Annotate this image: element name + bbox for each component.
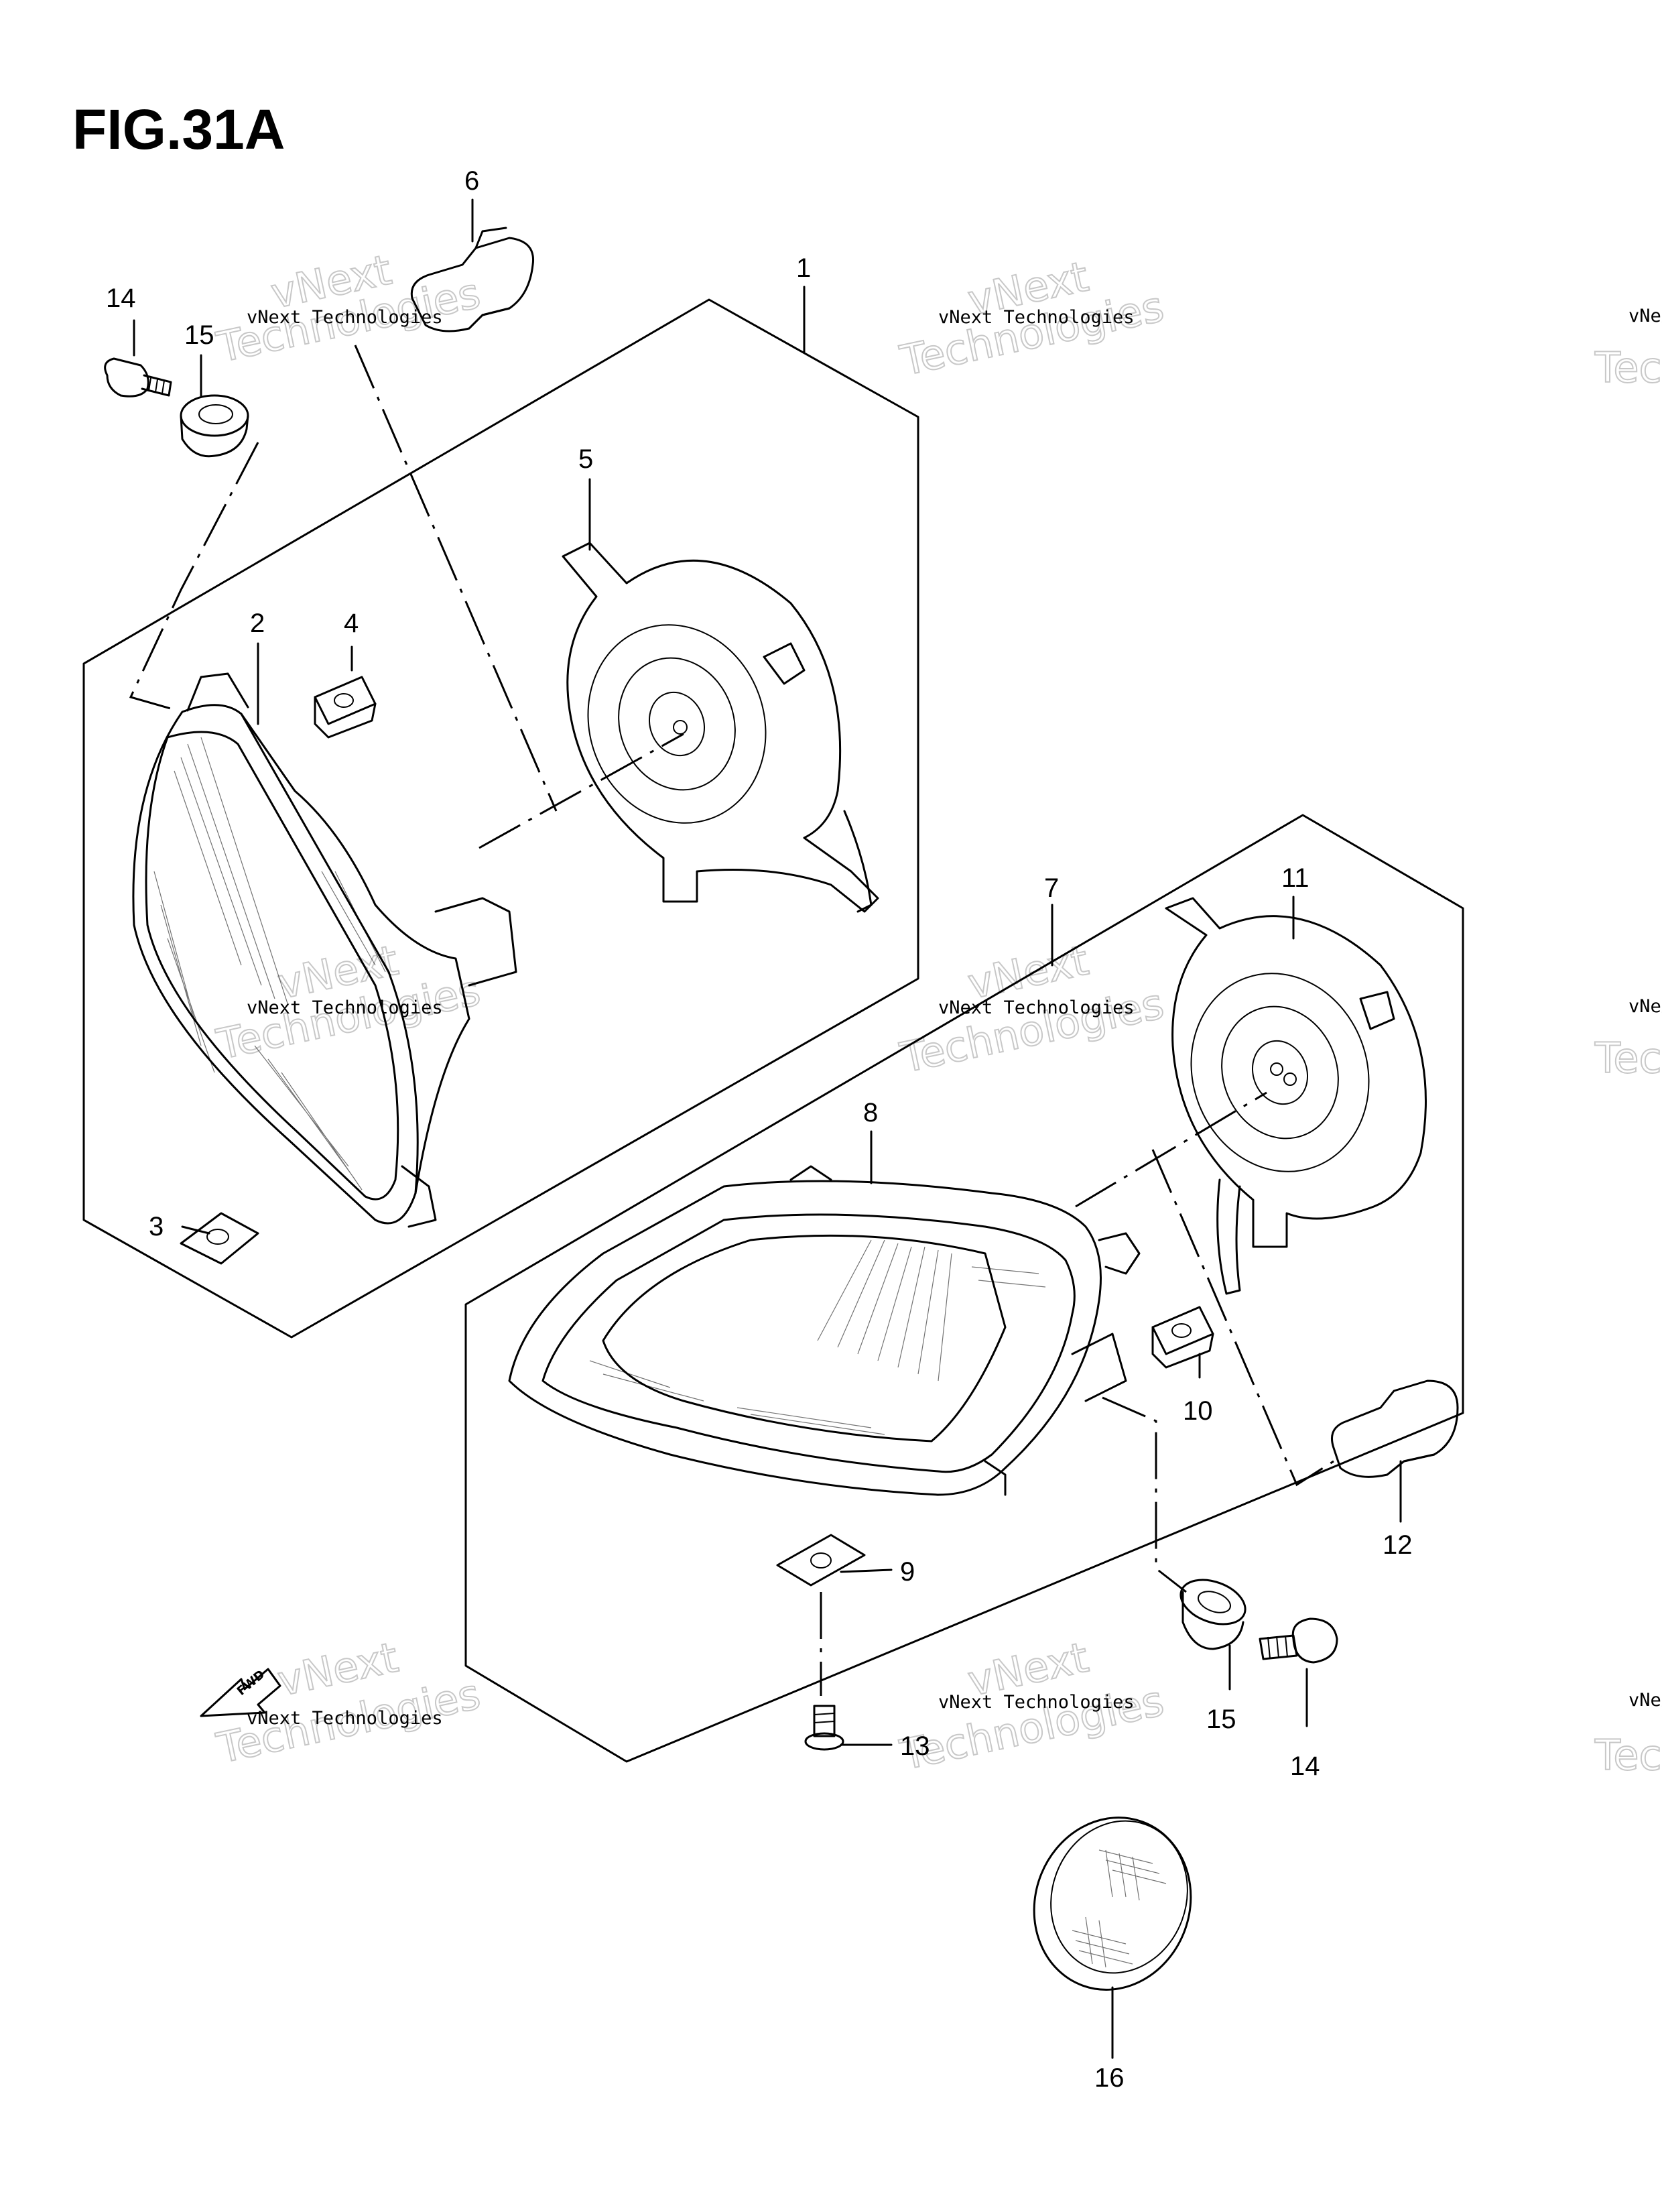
bulb-socket-left <box>562 542 879 913</box>
callout-part-2: 2 <box>250 609 265 638</box>
callout-part-6: 6 <box>464 166 479 196</box>
watermark-text: vNext Technologies <box>247 307 443 328</box>
callout-part-14-top: 14 <box>106 284 136 313</box>
clip-3 <box>180 1212 259 1265</box>
leader-lines <box>133 198 1402 2059</box>
watermark-large-text-edge: Technologies <box>1594 1731 1662 1780</box>
clip-9 <box>776 1534 866 1587</box>
callout-part-13: 13 <box>900 1731 930 1761</box>
fwd-label: FWD <box>235 1667 268 1698</box>
watermark-large-text-edge: Technologies <box>1594 343 1662 392</box>
bolt-top-left <box>104 357 172 397</box>
callout-part-9: 9 <box>900 1557 915 1587</box>
headlight-assembly-7-outline <box>464 814 1464 1763</box>
watermark-group-4: Technologies vNext vNext Technologies <box>895 935 1169 1083</box>
figure-title: FIG.31A <box>72 98 285 161</box>
watermark-text-edge: vNext Technologies <box>1628 996 1662 1017</box>
bolt-bottom <box>1259 1617 1338 1664</box>
watermark-text: vNext Technologies <box>938 1692 1135 1713</box>
watermark-text-edge: vNext Technologies <box>1628 306 1662 326</box>
watermark-text: vNext Technologies <box>938 307 1135 328</box>
watermark-text-edge: vNext Technologies <box>1628 1690 1662 1711</box>
callout-part-5: 5 <box>578 444 593 474</box>
clip-4 <box>314 676 377 739</box>
watermark-large-text-edge: Technologies <box>1594 1034 1662 1083</box>
headlight-bulb-right <box>1331 1379 1459 1478</box>
headlight-housing-right <box>508 1165 1141 1496</box>
callout-part-14-bottom: 14 <box>1290 1752 1320 1781</box>
clip-10 <box>1151 1306 1214 1369</box>
watermark-group-6: Technologies vNext vNext Technologies <box>895 1632 1169 1780</box>
callout-part-12: 12 <box>1383 1530 1413 1560</box>
headlight-bulb-top <box>410 227 535 332</box>
callout-part-1: 1 <box>796 253 811 283</box>
callout-part-7: 7 <box>1044 873 1059 903</box>
watermark-text: vNext Technologies <box>938 997 1135 1018</box>
bulb-socket-right <box>1165 897 1427 1295</box>
callout-part-4: 4 <box>344 609 359 638</box>
watermark-text: vNext Technologies <box>247 1708 443 1729</box>
grommet-top-left <box>180 394 249 458</box>
grommet-bottom <box>1179 1579 1246 1650</box>
headlight-assembly-1-outline <box>82 298 919 1339</box>
watermark-group-5: Technologies vNext vNext Technologies <box>212 1632 485 1774</box>
screw-13 <box>804 1705 844 1751</box>
watermark-group-2: Technologies vNext vNext Technologies <box>895 251 1169 386</box>
watermark-text: vNext Technologies <box>247 997 443 1018</box>
headlight-housing-left <box>132 672 517 1228</box>
callout-part-15-bottom: 15 <box>1206 1705 1236 1734</box>
callout-part-8: 8 <box>863 1098 878 1127</box>
watermark-group-1: Technologies vNext vNext Technologies <box>212 245 485 373</box>
watermark-edge: vNext Technologies Technologies vNext Te… <box>1594 306 1662 1780</box>
part-callouts: 1 2 3 4 5 6 7 8 9 10 11 12 13 14 15 14 1… <box>106 166 1413 2093</box>
assembly-guide-lines <box>129 345 1334 1696</box>
callout-part-10: 10 <box>1183 1396 1213 1426</box>
callout-part-16: 16 <box>1094 2063 1125 2093</box>
callout-part-15-top: 15 <box>184 320 214 350</box>
reflector-16 <box>1033 1817 1192 1991</box>
callout-part-11: 11 <box>1281 863 1309 893</box>
callout-part-3: 3 <box>149 1212 164 1241</box>
